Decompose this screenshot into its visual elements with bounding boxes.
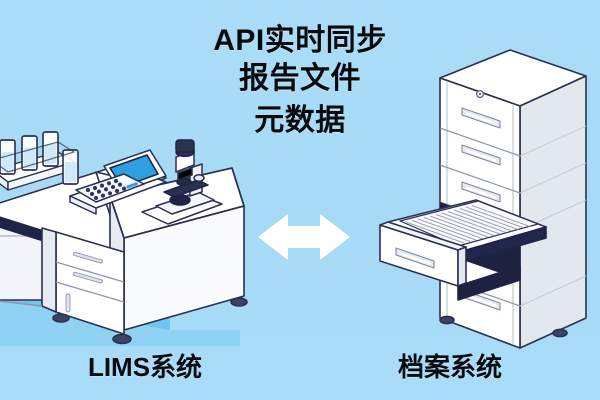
title-line-2: 报告文件 <box>239 62 361 95</box>
microscope-turret <box>177 167 193 181</box>
sync-arrow-shape <box>258 214 350 260</box>
cabinet-seam-1 <box>439 127 521 157</box>
microscope-stage-aperture <box>169 194 191 206</box>
test-tube-2 <box>21 135 38 171</box>
bench-foot-mid <box>112 333 132 345</box>
pedestal-drawer-handle-1[interactable] <box>73 251 103 264</box>
microscope-objective <box>176 177 192 187</box>
microscope-focus-knob[interactable] <box>193 174 205 182</box>
microscope-eyepiece-top <box>175 139 195 153</box>
title-line-1: API实时同步 <box>213 24 387 57</box>
drawer-runner-gap <box>457 265 521 301</box>
pedestal-drawer-handle-2[interactable] <box>73 271 103 284</box>
bench-pedestal-side <box>41 227 57 313</box>
title-line-3: 元数据 <box>254 104 346 137</box>
cabinet-foot-back <box>552 328 568 338</box>
cabinet-seam-2 <box>439 164 521 194</box>
analyzer-keypad-buttons[interactable] <box>85 178 127 201</box>
caption-archive-system: 档案系统 <box>397 352 502 382</box>
cabinet-foot-front <box>439 315 455 325</box>
pedestal-drawer-line-2 <box>55 281 125 303</box>
analyzer-base-front <box>69 195 97 215</box>
caption-lims-system: LIMS系统 <box>87 352 203 382</box>
cabinet-handles[interactable] <box>461 107 501 311</box>
pedestal-drawer-line-1 <box>55 261 125 283</box>
pedestal-door-handle[interactable] <box>65 293 71 313</box>
bench-foot-right <box>230 297 248 307</box>
bench-foot-left <box>52 313 70 323</box>
analyzer-status-strip <box>126 182 138 189</box>
rack-upper-rail <box>0 141 75 173</box>
